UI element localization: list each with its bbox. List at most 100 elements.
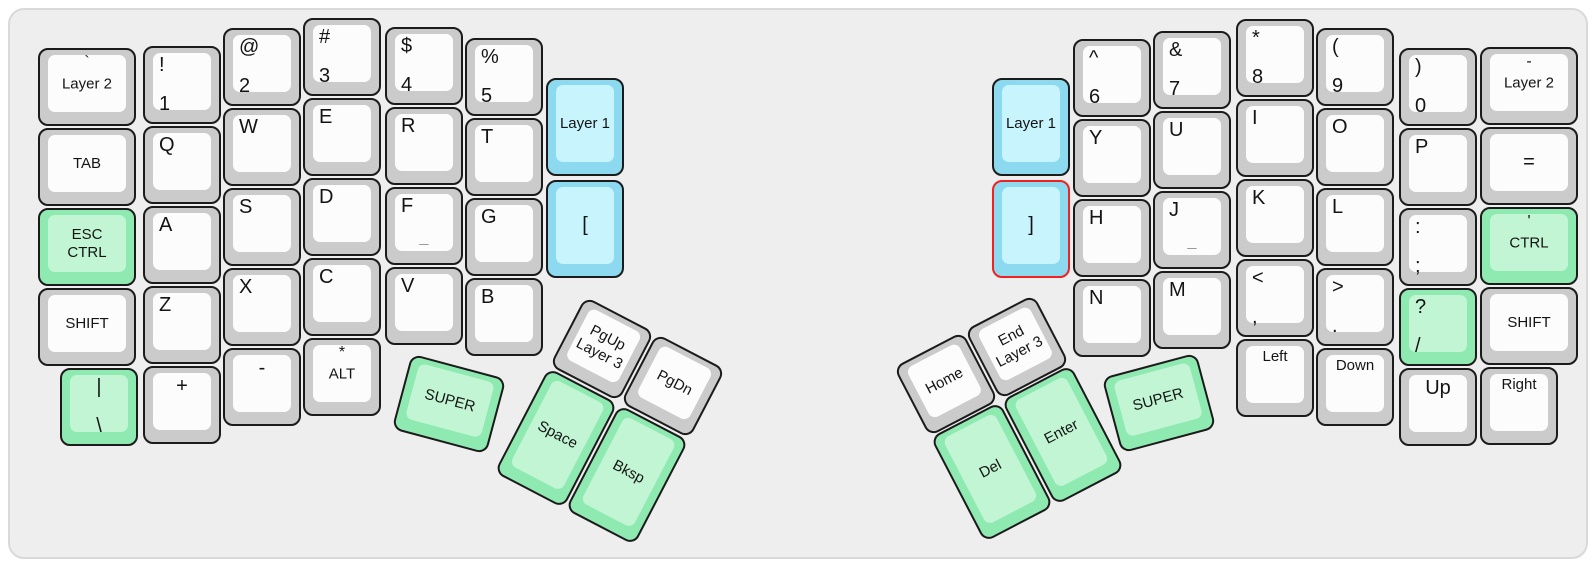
key-asterisk-alt[interactable]: *ALT — [303, 338, 381, 416]
key-9[interactable]: (9 — [1316, 28, 1394, 106]
key-t[interactable]: T — [465, 118, 543, 196]
key-7[interactable]: &7 — [1153, 31, 1231, 109]
key-minus-left[interactable]: - — [223, 348, 301, 426]
key-semicolon[interactable]: :; — [1399, 208, 1477, 286]
key-label: ] — [1028, 214, 1034, 236]
key-2[interactable]: @2 — [223, 28, 301, 106]
key-label: . — [1332, 315, 1338, 337]
key-label: ' — [1527, 213, 1531, 230]
key-comma[interactable]: <, — [1236, 259, 1314, 337]
key-super-left[interactable]: SUPER — [391, 353, 507, 455]
keycap-top: %5 — [475, 45, 533, 107]
key-q[interactable]: Q — [143, 126, 221, 204]
key-3[interactable]: #3 — [303, 18, 381, 96]
key-label: CTRL — [1509, 233, 1549, 251]
key-b[interactable]: B — [465, 278, 543, 356]
key-equals[interactable]: = — [1480, 127, 1578, 205]
key-label: Layer 1 — [1005, 114, 1057, 132]
keycap-top: I — [1246, 106, 1304, 163]
key-plus[interactable]: + — [143, 366, 221, 444]
key-f[interactable]: F — [385, 187, 463, 265]
keycap-top: V — [395, 274, 453, 331]
key-period[interactable]: >. — [1316, 268, 1394, 346]
key-z[interactable]: Z — [143, 286, 221, 364]
key-j[interactable]: J — [1153, 191, 1231, 269]
key-a[interactable]: A — [143, 206, 221, 284]
key-label: Enter — [1041, 415, 1082, 448]
key-left-bracket[interactable]: [ — [546, 180, 624, 278]
key-4[interactable]: $4 — [385, 27, 463, 105]
key-label: 2 — [239, 75, 251, 97]
key-layer2-right[interactable]: -Layer 2 — [1480, 47, 1578, 125]
key-layer2-left[interactable]: `Layer 2 — [38, 48, 136, 126]
key-super-right[interactable]: SUPER — [1101, 352, 1217, 454]
key-label: 7 — [1169, 78, 1181, 100]
key-label: Layer 1 — [559, 114, 611, 132]
key-label: M — [1169, 279, 1186, 301]
key-down-arrow[interactable]: Down — [1316, 348, 1394, 426]
key-layer1-left[interactable]: Layer 1 — [546, 78, 624, 176]
key-label: 9 — [1332, 75, 1344, 97]
key-8[interactable]: *8 — [1236, 19, 1314, 97]
key-p[interactable]: P — [1399, 128, 1477, 206]
keycap-top: `Layer 2 — [48, 54, 126, 112]
key-x[interactable]: X — [223, 268, 301, 346]
key-i[interactable]: I — [1236, 99, 1314, 177]
key-u[interactable]: U — [1153, 111, 1231, 189]
key-k[interactable]: K — [1236, 179, 1314, 257]
key-right-bracket[interactable]: ] — [992, 180, 1070, 278]
key-l[interactable]: L — [1316, 188, 1394, 266]
key-5[interactable]: %5 — [465, 38, 543, 116]
key-label: ALT — [328, 364, 356, 382]
keycap-top: T — [475, 125, 533, 182]
key-label: / — [1415, 335, 1421, 357]
keycap-top: Layer 1 — [556, 85, 614, 162]
key-quote-ctrl[interactable]: ' CTRL — [1480, 207, 1578, 285]
key-label: H — [1089, 207, 1104, 229]
key-o[interactable]: O — [1316, 108, 1394, 186]
key-e[interactable]: E — [303, 98, 381, 176]
key-label: N — [1089, 287, 1104, 309]
key-y[interactable]: Y — [1073, 119, 1151, 197]
key-label: F — [401, 195, 414, 217]
key-shift-left[interactable]: SHIFT — [38, 288, 136, 366]
key-h[interactable]: H — [1073, 199, 1151, 277]
key-c[interactable]: C — [303, 258, 381, 336]
keycap-top: Home — [905, 342, 984, 420]
key-label: 0 — [1415, 95, 1427, 117]
key-pipe-backslash[interactable]: |\ — [60, 368, 138, 446]
key-v[interactable]: V — [385, 267, 463, 345]
keycap-top: SHIFT — [48, 295, 126, 352]
key-layer1-right[interactable]: Layer 1 — [992, 78, 1070, 176]
key-label: PgDn — [654, 366, 696, 399]
key-g[interactable]: G — [465, 198, 543, 276]
key-s[interactable]: S — [223, 188, 301, 266]
key-label: 8 — [1252, 66, 1264, 88]
key-6[interactable]: ^6 — [1073, 39, 1151, 117]
key-left-arrow[interactable]: Left — [1236, 339, 1314, 417]
key-label: , — [1252, 306, 1258, 328]
key-label: T — [481, 126, 494, 148]
keycap-top: N — [1083, 286, 1141, 343]
key-tab[interactable]: TAB — [38, 128, 136, 206]
keycap-top: H — [1083, 206, 1141, 263]
key-label: > — [1332, 276, 1344, 298]
key-0[interactable]: )0 — [1399, 48, 1477, 126]
key-label: A — [159, 214, 173, 236]
key-1[interactable]: !1 — [143, 46, 221, 124]
key-d[interactable]: D — [303, 178, 381, 256]
key-up-arrow[interactable]: Up — [1399, 368, 1477, 446]
key-question-slash[interactable]: ?/ — [1399, 288, 1477, 366]
key-label: Q — [159, 134, 175, 156]
key-m[interactable]: M — [1153, 271, 1231, 349]
key-label: SHIFT — [1507, 313, 1551, 331]
key-shift-right[interactable]: SHIFT — [1480, 287, 1578, 365]
key-w[interactable]: W — [223, 108, 301, 186]
key-label: CTRL — [67, 243, 107, 261]
key-r[interactable]: R — [385, 107, 463, 185]
key-label: U — [1169, 119, 1184, 141]
key-n[interactable]: N — [1073, 279, 1151, 357]
key-right-arrow[interactable]: Right — [1480, 367, 1558, 445]
